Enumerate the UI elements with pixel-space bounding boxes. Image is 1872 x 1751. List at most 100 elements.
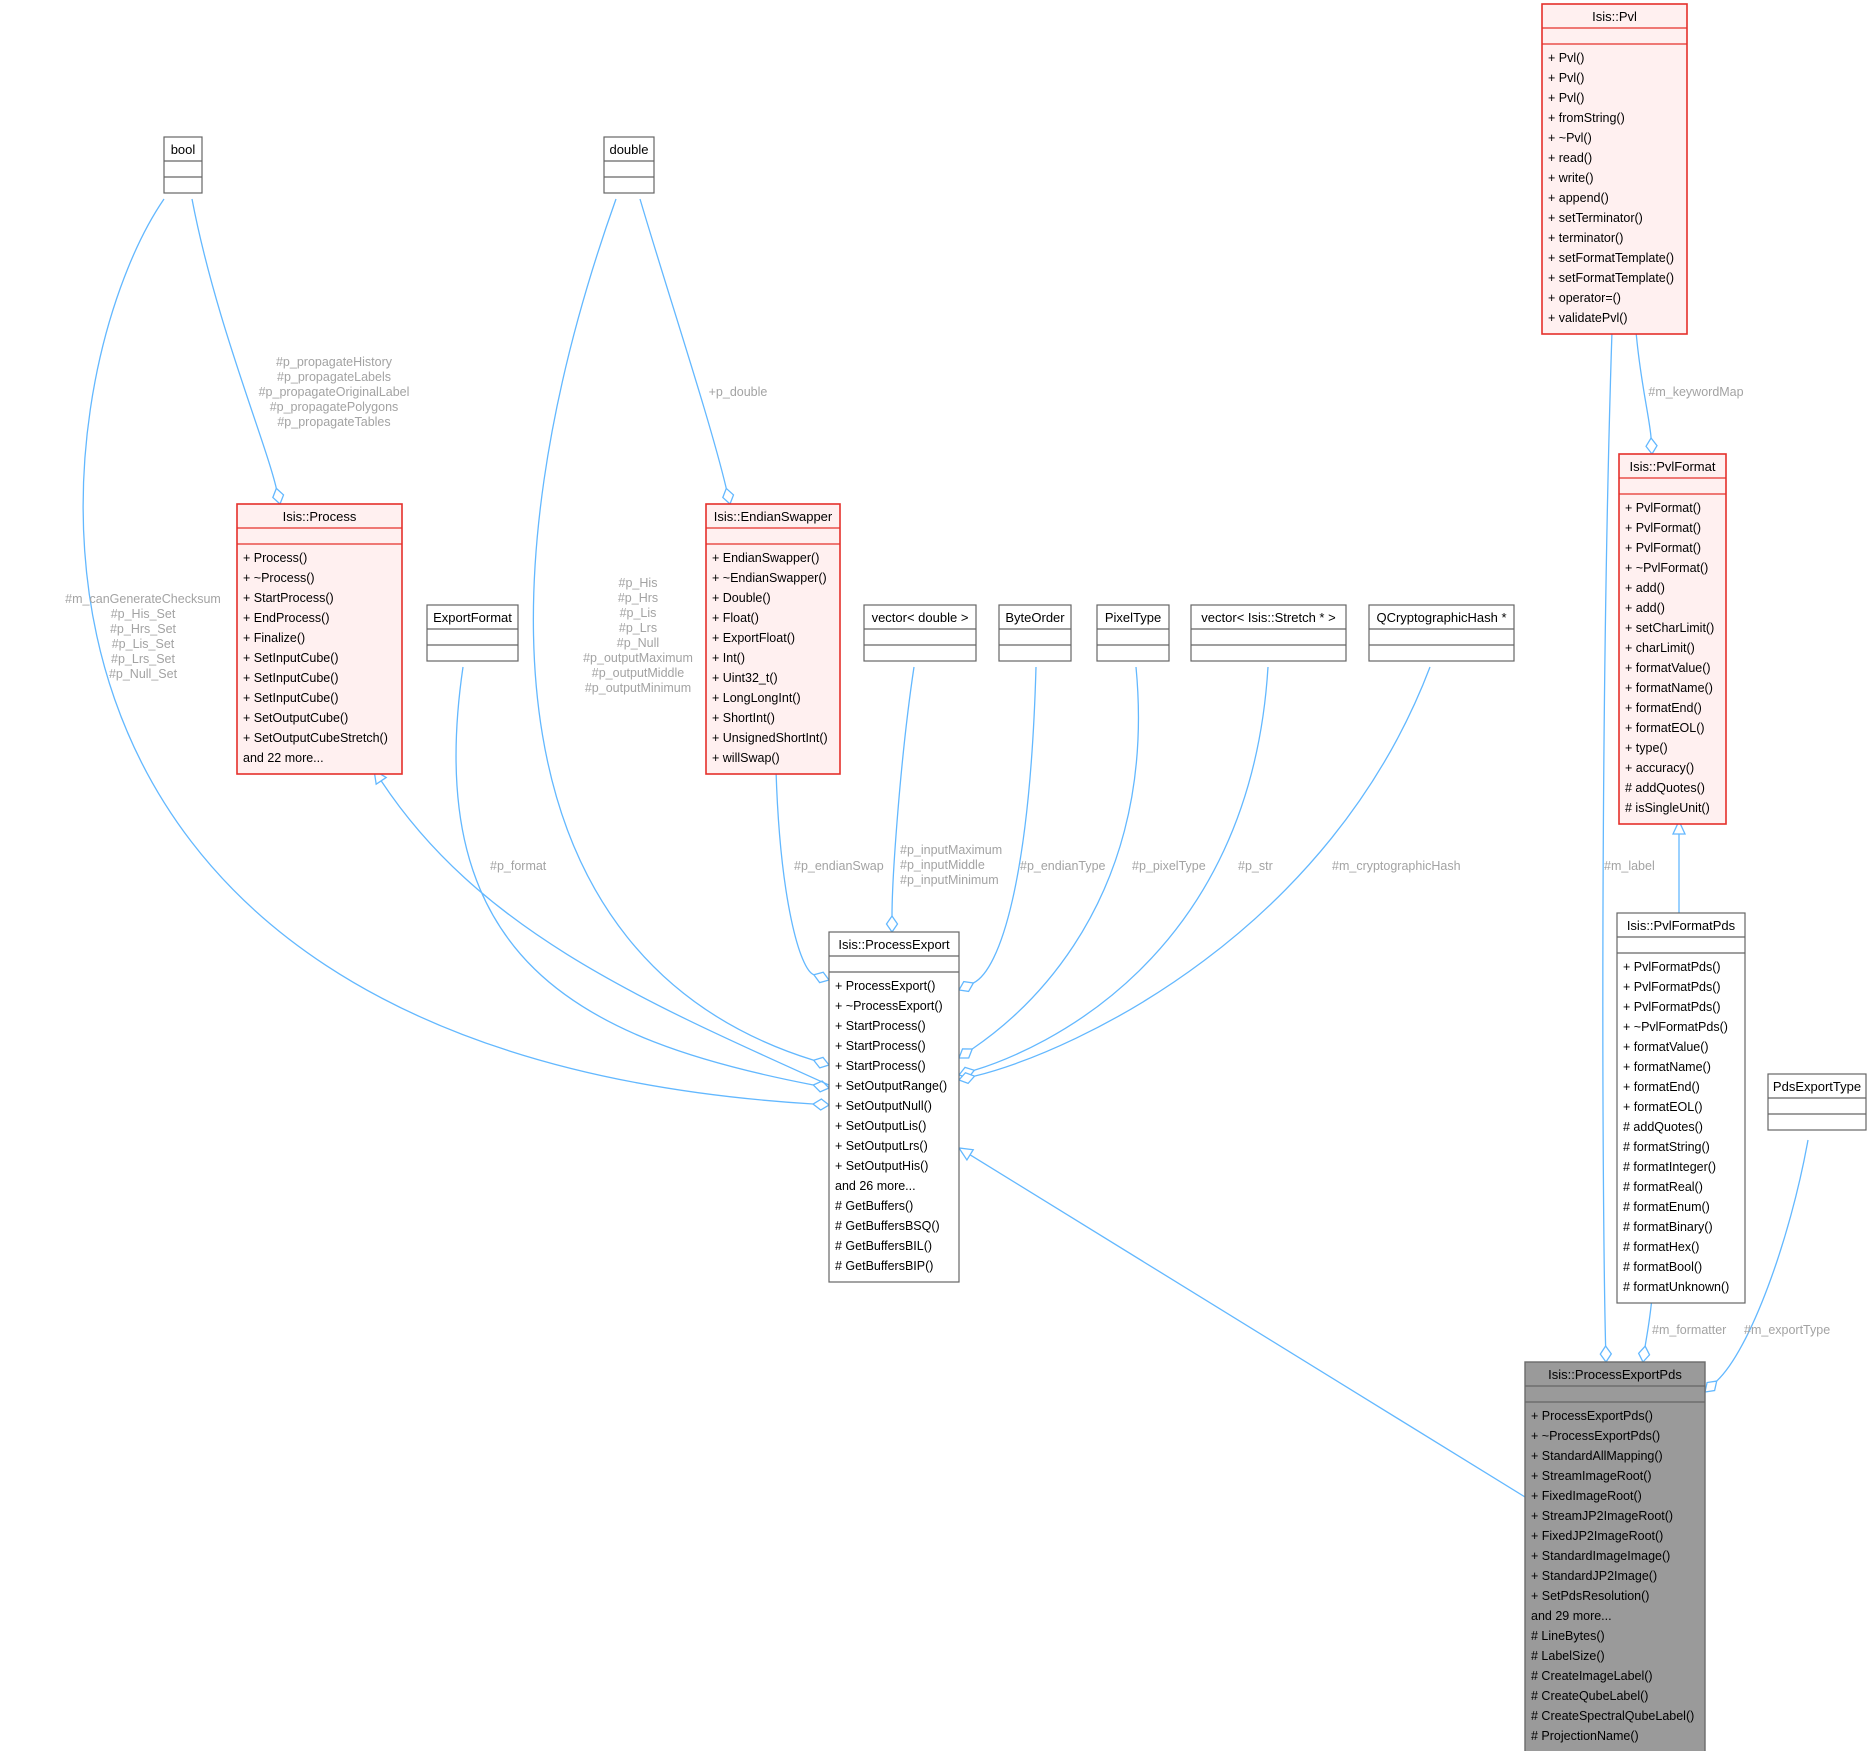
- class-title: Isis::PvlFormatPds: [1627, 918, 1736, 933]
- class-title: Isis::Pvl: [1592, 9, 1637, 24]
- class-member: # formatReal(): [1623, 1180, 1703, 1194]
- class-member: # formatBinary(): [1623, 1220, 1713, 1234]
- class-member: + FixedImageRoot(): [1531, 1489, 1642, 1503]
- class-title: PdsExportType: [1773, 1079, 1861, 1094]
- class-title: ByteOrder: [1005, 610, 1065, 625]
- class-node-endianswapper[interactable]: Isis::EndianSwapper+ EndianSwapper()+ ~E…: [705, 503, 841, 775]
- edge-bool_process: [191, 198, 277, 489]
- edge-label-line: #m_exportType: [1744, 1323, 1830, 1337]
- edge-pvlformatpds_processexportpds: [1644, 1296, 1653, 1347]
- edge-label-line: #p_Hrs: [618, 591, 658, 605]
- class-member: + Double(): [712, 591, 771, 605]
- edge-label-vectordouble_processexport: #p_inputMaximum#p_inputMiddle#p_inputMin…: [900, 843, 1002, 887]
- edge-endianswapper_processexport: [775, 769, 815, 976]
- edge-label-pvl_processexportpds: #m_label: [1604, 859, 1655, 873]
- class-member: + formatName(): [1623, 1060, 1711, 1074]
- class-title: Isis::ProcessExport: [838, 937, 950, 952]
- class-node-qcrypto[interactable]: QCryptographicHash *: [1368, 604, 1515, 662]
- class-member: and 26 more...: [835, 1179, 916, 1193]
- class-box: [863, 604, 977, 662]
- edge-byteorder_processexport: [973, 666, 1037, 984]
- edge-double_endianswapper: [639, 198, 727, 489]
- edge-label-line: #p_inputMiddle: [900, 858, 985, 872]
- class-member: + Pvl(): [1548, 91, 1584, 105]
- class-node-pixeltype[interactable]: PixelType: [1096, 604, 1170, 662]
- class-node-bool[interactable]: bool: [163, 136, 203, 194]
- class-box: [1541, 3, 1688, 335]
- class-member: + SetOutputLis(): [835, 1119, 926, 1133]
- class-member: + StartProcess(): [243, 591, 334, 605]
- edge-label-pvl_pvlformat: #m_keywordMap: [1648, 385, 1743, 399]
- edge-bool_processexport: [82, 198, 814, 1105]
- class-member: # CreateImageLabel(): [1531, 1669, 1653, 1683]
- class-box: [1096, 604, 1170, 662]
- class-member: + ~ProcessExportPds(): [1531, 1429, 1660, 1443]
- class-member: + add(): [1625, 601, 1665, 615]
- class-member: + formatEnd(): [1625, 701, 1702, 715]
- class-node-pvl[interactable]: Isis::Pvl+ Pvl()+ Pvl()+ Pvl()+ fromStri…: [1541, 3, 1688, 335]
- class-box: [603, 136, 655, 194]
- edge-label-vectorstretch_processexport: #p_str: [1238, 859, 1273, 873]
- class-member: + ProcessExport(): [835, 979, 935, 993]
- edge-processexportpds_processexport: [969, 1154, 1526, 1498]
- class-member: + SetOutputRange(): [835, 1079, 947, 1093]
- class-member: # LineBytes(): [1531, 1629, 1605, 1643]
- edge-label-line: #m_cryptographicHash: [1332, 859, 1461, 873]
- class-member: + StartProcess(): [835, 1019, 926, 1033]
- class-node-byteorder[interactable]: ByteOrder: [998, 604, 1072, 662]
- class-member: + ~ProcessExport(): [835, 999, 943, 1013]
- class-node-vectorstretch[interactable]: vector< Isis::Stretch * >: [1190, 604, 1347, 662]
- class-member: + EndianSwapper(): [712, 551, 819, 565]
- edge-double_processexport: [532, 198, 814, 1061]
- class-title: QCryptographicHash *: [1376, 610, 1506, 625]
- class-node-pdsexporttype[interactable]: PdsExportType: [1767, 1073, 1867, 1131]
- class-member: + PvlFormatPds(): [1623, 960, 1721, 974]
- edge-label-line: #p_inputMinimum: [900, 873, 999, 887]
- class-member: + StandardJP2Image(): [1531, 1569, 1657, 1583]
- class-member: # formatInteger(): [1623, 1160, 1716, 1174]
- class-node-pvlformatpds[interactable]: Isis::PvlFormatPds+ PvlFormatPds()+ PvlF…: [1616, 912, 1746, 1304]
- edge-label-line: #p_propagatePolygons: [270, 400, 399, 414]
- edge-label-line: #m_keywordMap: [1648, 385, 1743, 399]
- aggregation-marker: [272, 487, 285, 506]
- edge-qcrypto_processexport: [974, 666, 1431, 1077]
- edge-label-line: #p_outputMinimum: [585, 681, 691, 695]
- class-node-pvlformat[interactable]: Isis::PvlFormat+ PvlFormat()+ PvlFormat(…: [1618, 453, 1727, 825]
- edge-label-line: #p_format: [490, 859, 547, 873]
- class-node-vectordouble[interactable]: vector< double >: [863, 604, 977, 662]
- class-member: + PvlFormat(): [1625, 521, 1701, 535]
- edge-label-line: #p_Lrs_Set: [111, 652, 175, 666]
- edge-label-pdsexporttype_processexportpds: #m_exportType: [1744, 1323, 1830, 1337]
- class-member: + LongLongInt(): [712, 691, 801, 705]
- class-member: + EndProcess(): [243, 611, 330, 625]
- class-member: + SetInputCube(): [243, 651, 339, 665]
- class-member: + ExportFloat(): [712, 631, 795, 645]
- edge-label-line: #m_canGenerateChecksum: [65, 592, 221, 606]
- class-member: + ~EndianSwapper(): [712, 571, 827, 585]
- class-node-process[interactable]: Isis::Process+ Process()+ ~Process()+ St…: [236, 503, 403, 775]
- class-member: + ~PvlFormat(): [1625, 561, 1708, 575]
- class-member: + fromString(): [1548, 111, 1625, 125]
- class-member: + SetInputCube(): [243, 671, 339, 685]
- class-member: + Uint32_t(): [712, 671, 778, 685]
- class-member: + willSwap(): [712, 751, 780, 765]
- class-node-exportformat[interactable]: ExportFormat: [426, 604, 519, 662]
- class-member: + SetInputCube(): [243, 691, 339, 705]
- edge-pvl_pvlformat: [1635, 330, 1652, 439]
- class-member: + Process(): [243, 551, 307, 565]
- class-node-processexport[interactable]: Isis::ProcessExport+ ProcessExport()+ ~P…: [828, 931, 960, 1283]
- edge-label-line: #p_propagateHistory: [276, 355, 393, 369]
- edge-label-pixeltype_processexport: #p_pixelType: [1132, 859, 1206, 873]
- edge-exportformat_processexport: [455, 666, 814, 1086]
- class-member: + Pvl(): [1548, 51, 1584, 65]
- class-member: # formatString(): [1623, 1140, 1710, 1154]
- class-member: + validatePvl(): [1548, 311, 1628, 325]
- edge-label-double_processexport: #p_His#p_Hrs#p_Lis#p_Lrs#p_Null#p_output…: [583, 576, 693, 695]
- class-member: + formatValue(): [1623, 1040, 1709, 1054]
- class-member: + formatValue(): [1625, 661, 1711, 675]
- class-member: # isSingleUnit(): [1625, 801, 1710, 815]
- class-node-double[interactable]: double: [603, 136, 655, 194]
- class-member: + SetOutputHis(): [835, 1159, 928, 1173]
- edge-label-line: #p_endianSwap: [794, 859, 884, 873]
- class-node-processexportpds[interactable]: Isis::ProcessExportPds+ ProcessExportPds…: [1524, 1361, 1706, 1751]
